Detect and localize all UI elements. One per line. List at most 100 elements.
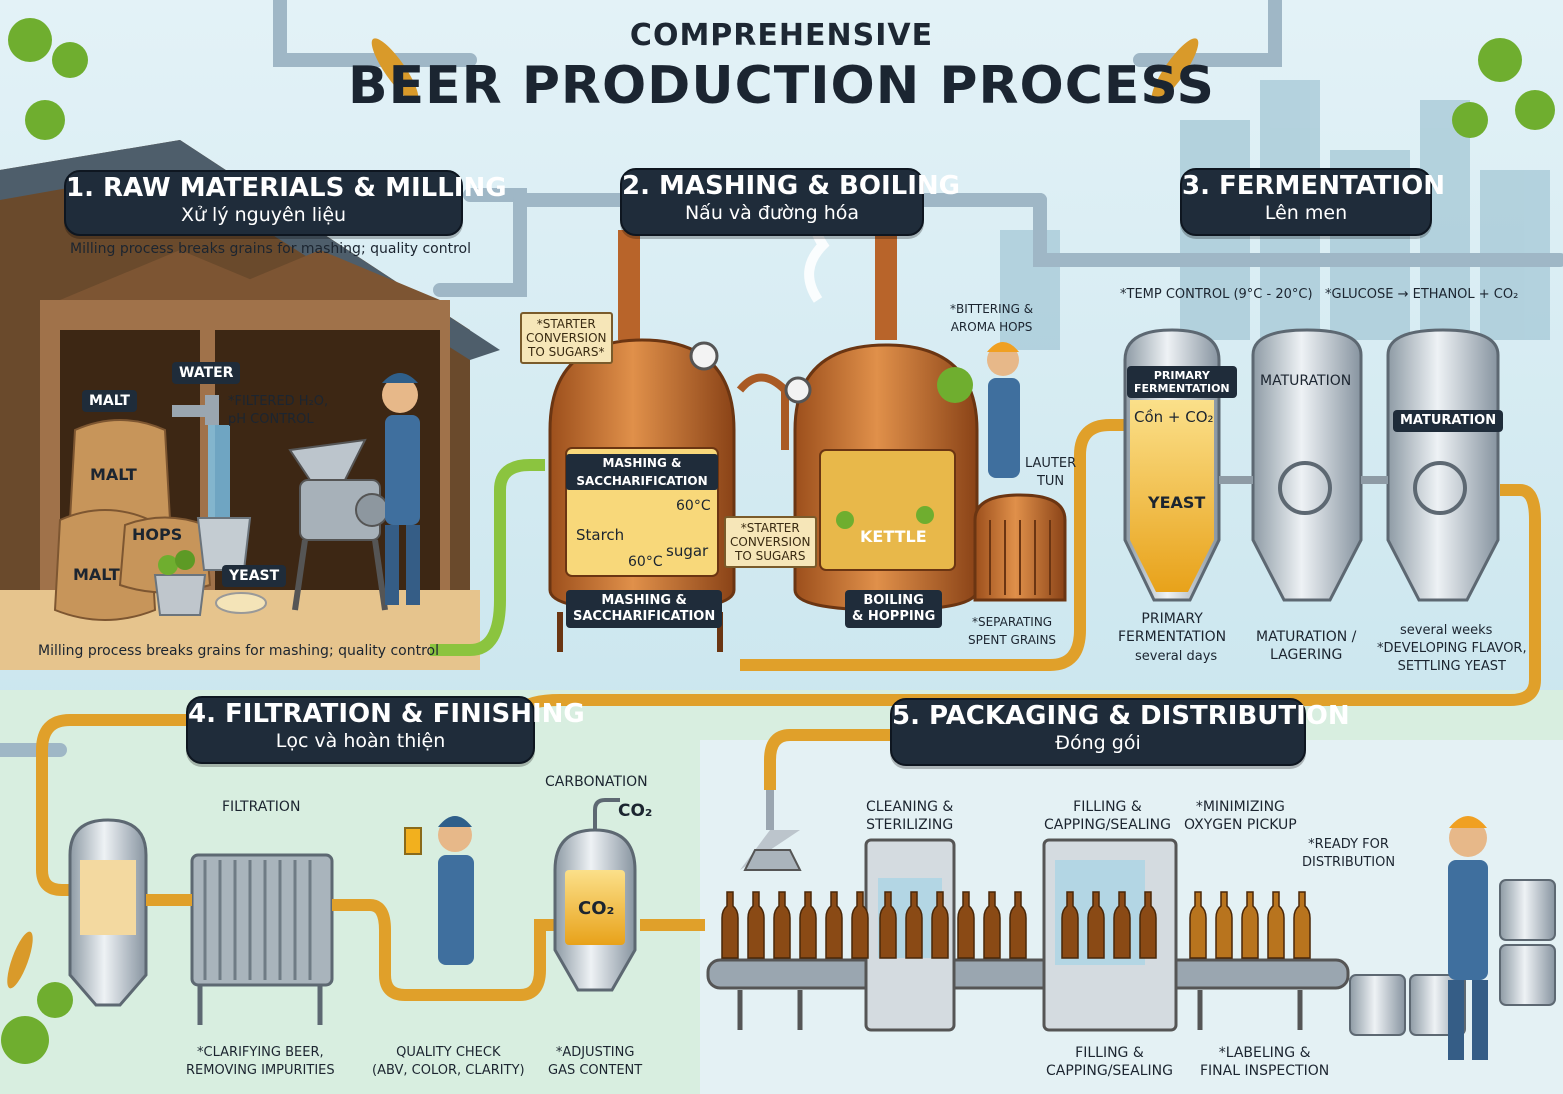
filtered-water-note: *FILTERED H₂O, pH CONTROL [228,394,329,427]
yeast-tag: YEAST [222,565,287,587]
pipe-stage3-to-4 [515,484,1541,715]
hops-note: *BITTERING & AROMA HOPS [950,302,1034,334]
malt-sack-label-2: MALT [73,565,120,584]
bottle [773,891,791,959]
bottle [825,891,843,959]
stage-1-note: Milling process breaks grains for mashin… [70,241,471,257]
carbonation-label: CARBONATION [545,774,648,790]
glucose-note: *GLUCOSE → ETHANOL + CO₂ [1325,287,1519,302]
stage-1-vietnamese: Xử lý nguyên liệu [180,204,347,226]
bottle [1293,891,1311,959]
stage-5-badge: 5. PACKAGING & DISTRIBUTION Đóng gói [890,698,1350,766]
worker-quality-check [404,816,474,965]
bottle [1113,891,1131,959]
co2-tank-label: CO₂ [578,898,615,919]
stage-3-badge: 3. FERMENTATION Lên men [1180,168,1446,236]
hop-decorations [1,18,1555,1064]
bottle [1241,891,1259,959]
bottle [1215,891,1233,959]
malt-sack-label: MALT [90,465,137,484]
stage-5-heading: 5. PACKAGING & DISTRIBUTION [892,701,1350,731]
primary-fermentation-tag: PRIMARY FERMENTATION [1127,366,1237,398]
bottle [799,891,817,959]
malt-tag: MALT [82,390,137,412]
water-faucet [172,395,252,571]
worker-hops [937,342,1020,478]
bottle [905,891,923,959]
stage-5-vietnamese: Đóng gói [1055,732,1141,754]
temp-control-note: *TEMP CONTROL (9°C - 20°C) [1120,287,1313,302]
carbonation-tank [553,798,705,992]
stage-2-vietnamese: Nấu và đường hóa [684,202,860,224]
bottle [931,891,949,959]
lauter-tun [973,493,1067,602]
bottle [983,891,1001,959]
pipe-stage1-to-2 [430,459,545,656]
maturation-tag-2: MATURATION [1393,410,1504,432]
bottle [957,891,975,959]
lauter-tun-label: LAUTER TUN [1025,456,1077,489]
spent-grains-note: *SEPARATING SPENT GRAINS [968,615,1057,647]
stage-3-vietnamese: Lên men [1264,202,1348,224]
pipe-to-filtration [36,714,190,896]
filling-label-top: FILLING & CAPPING/SEALING [1044,799,1171,833]
primary-fermentation-caption: PRIMARY FERMENTATION [1118,611,1227,645]
bottle [1139,891,1157,959]
bottle [1061,891,1079,959]
cleaning-label: CLEANING & STERILIZING [866,799,954,833]
stage-1-heading: 1. RAW MATERIALS & MILLING [66,173,507,203]
yeast-label: YEAST [1148,493,1206,512]
kettle-label: KETTLE [860,527,927,546]
temp-label-2: 60°C [628,554,663,570]
quality-check-note: QUALITY CHECK (ABV, COLOR, CLARITY) [372,1045,525,1078]
developing-flavor-note: *DEVELOPING FLAVOR, SETTLING YEAST [1377,641,1527,674]
bottle [1009,891,1027,959]
mash-tank-base-label: MASHING & SACCHARIFICATION [566,590,723,628]
bottle [1189,891,1207,959]
stage-2-badge: 2. MASHING & BOILING Nấu và đường hóa [620,168,960,236]
oxygen-pickup-note: *MINIMIZING OXYGEN PICKUP [1184,799,1297,833]
kettle-base-label: BOILING & HOPPING [845,590,943,628]
worker-miller [382,373,420,605]
starch-label: Starch [576,526,625,544]
co2-pipe-label: CO₂ [618,801,653,821]
bottle [1267,891,1285,959]
labeling-note: *LABELING & FINAL INSPECTION [1200,1045,1330,1079]
maturation-time: several weeks [1400,623,1493,638]
stage-2-heading: 2. MASHING & BOILING [622,171,960,201]
worker-distribution [1448,816,1488,1060]
grain-mill [288,438,389,611]
clarifying-note: *CLARIFYING BEER, REMOVING IMPURITIES [186,1045,335,1078]
adjusting-gas-note: *ADJUSTING GAS CONTENT [548,1045,643,1078]
pipe-to-packaging [764,729,1210,790]
stage-3-heading: 3. FERMENTATION [1182,171,1446,201]
filtration-label: FILTRATION [222,799,301,815]
filtration-vessel [68,818,555,1025]
hops-label: HOPS [132,525,183,544]
sugar-conversion-sign: *STARTER CONVERSION TO SUGARS* [520,312,613,364]
bottle [747,891,765,959]
bottle [879,891,897,959]
primary-fermentation-time: several days [1135,649,1218,664]
maturation-label-1: MATURATION [1260,373,1352,389]
sugar-label: sugar [666,542,709,560]
bottle [1087,891,1105,959]
wheat-decorations [7,38,1199,989]
bottle [851,891,869,959]
stage-4-badge: 4. FILTRATION & FINISHING Lọc và hoàn th… [186,696,585,764]
malt-sacks [53,419,267,621]
page-title: BEER PRODUCTION PROCESS [348,56,1215,116]
pipe-stage2-to-3 [740,419,1125,671]
page-subtitle: COMPREHENSIVE [629,18,934,53]
sugar-conversion-sign-2: *STARTER CONVERSION TO SUGARS [724,516,817,568]
stage-4-vietnamese: Lọc và hoàn thiện [275,730,446,752]
brew-kettle [736,181,979,612]
stage-1-badge: 1. RAW MATERIALS & MILLING Xử lý nguyên … [64,170,507,236]
temp-label-1: 60°C [676,498,711,514]
bottles [721,891,1311,959]
alcohol-co2-label: Cồn + CO₂ [1134,408,1214,426]
water-tag: WATER [172,362,241,384]
maturation-caption: MATURATION / LAGERING [1256,629,1357,663]
stage-4-heading: 4. FILTRATION & FINISHING [188,699,585,729]
mash-tank-label: MASHING & SACCHARIFICATION [566,454,718,490]
